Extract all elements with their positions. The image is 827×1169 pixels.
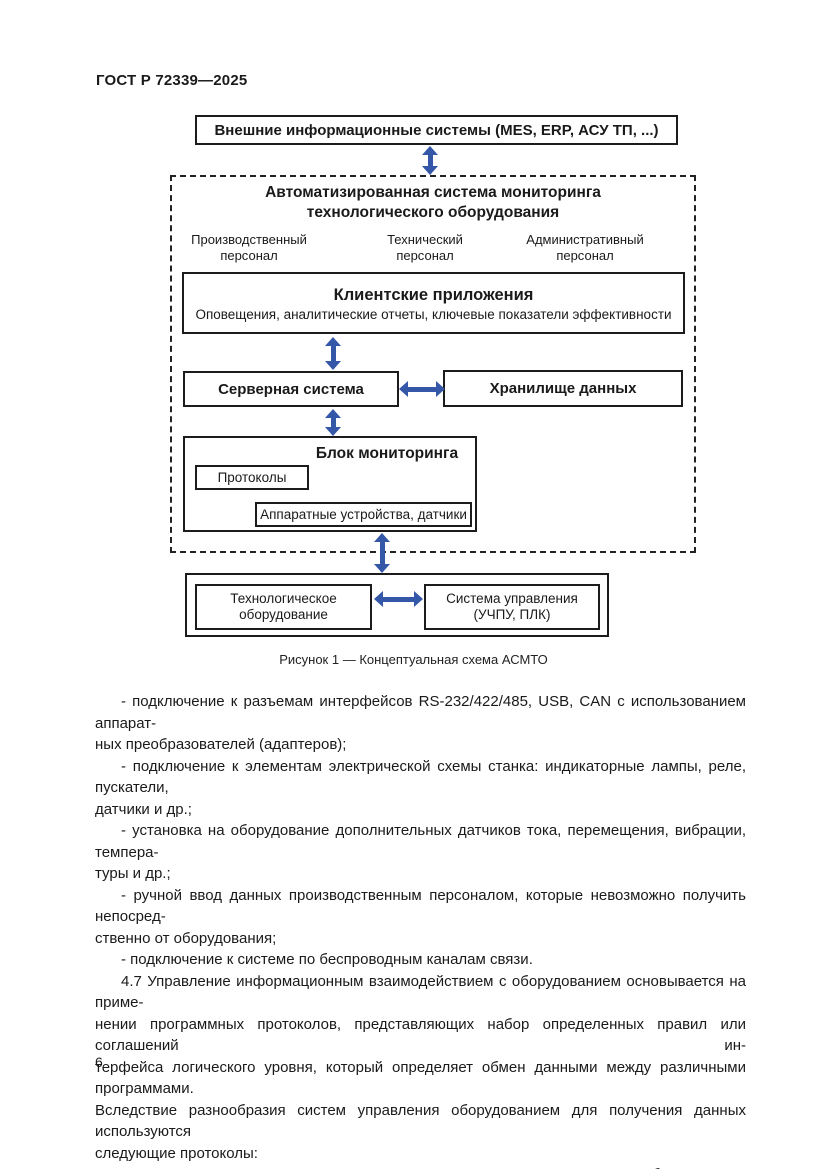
equipment-box: Технологическое оборудование <box>195 584 372 630</box>
text-line: - стандартные протоколы используются для… <box>95 1164 746 1169</box>
paragraph: - ручной ввод данных производственным пе… <box>95 885 746 950</box>
protocols-label: Протоколы <box>217 470 287 485</box>
text-line: - подключение к разъемам интерфейсов RS-… <box>95 693 746 732</box>
text-line: - подключение к системе по беспроводным … <box>121 951 533 968</box>
paragraph: - подключение к элементам электрической … <box>95 756 746 821</box>
personnel-administrative-line1: Административный <box>526 232 644 247</box>
client-apps-title: Клиентские приложения <box>333 285 534 304</box>
arrow-client-server <box>325 337 341 370</box>
client-apps-box: Клиентские приложения Оповещения, аналит… <box>182 272 685 334</box>
arrow-server-monitor <box>325 409 341 436</box>
personnel-administrative: Административный персонал <box>500 232 670 263</box>
text-line: туры и др.; <box>95 865 171 882</box>
text-line: следующие протоколы: <box>95 1144 258 1162</box>
text-line: 4.7 Управление информационным взаимодейс… <box>95 972 746 1012</box>
protocols-box: Протоколы <box>195 465 309 490</box>
storage-box: Хранилище данных <box>443 370 683 407</box>
text-line: - установка на оборудование дополнительн… <box>95 822 746 861</box>
arrow-external-asm <box>422 146 438 175</box>
personnel-technical: Технический персонал <box>340 232 510 263</box>
personnel-production-line2: персонал <box>220 247 278 263</box>
equipment-line1: Технологическое <box>230 590 337 606</box>
asm-title-line2: технологического оборудования <box>306 204 560 221</box>
server-box: Серверная система <box>183 371 399 407</box>
hardware-label: Аппаратные устройства, датчики <box>260 507 467 522</box>
text-line: - подключение к элементам электрической … <box>95 757 746 797</box>
asm-title-line1: Автоматизированная система мониторинга <box>265 184 601 201</box>
page-number: 6 <box>95 1054 103 1070</box>
equipment-outer-box: Технологическое оборудование Система упр… <box>185 573 609 637</box>
text-line: нении программных протоколов, представля… <box>95 1015 746 1055</box>
monitoring-box: Блок мониторинга Протоколы Аппаратные ус… <box>183 436 477 532</box>
client-apps-subtitle: Оповещения, аналитические отчеты, ключев… <box>195 306 672 322</box>
text-line: датчики и др.; <box>95 800 192 818</box>
text-line: Вследствие разнообразия систем управлени… <box>95 1101 746 1141</box>
external-systems-box: Внешние информационные системы (MES, ERP… <box>195 115 678 145</box>
paragraph: - подключение к разъемам интерфейсов RS-… <box>95 691 746 756</box>
personnel-production-line1: Производственный <box>191 232 307 247</box>
paragraph: - установка на оборудование дополнительн… <box>95 820 746 885</box>
figure-caption: Рисунок 1 — Концептуальная схема АСМТО <box>279 652 548 667</box>
server-label: Серверная система <box>218 380 364 398</box>
paragraph: - стандартные протоколы используются для… <box>95 1164 746 1169</box>
document-header: ГОСТ Р 72339—2025 <box>96 72 248 89</box>
personnel-technical-line2: персонал <box>396 247 454 263</box>
external-systems-label: Внешние информационные системы (MES, ERP… <box>214 121 659 139</box>
control-system-line1: Система управления <box>446 590 578 606</box>
personnel-production: Производственный персонал <box>164 232 334 263</box>
personnel-administrative-line2: персонал <box>556 247 614 263</box>
text-line: ных преобразователей (адаптеров); <box>95 736 347 753</box>
text-line: терфейса логического уровня, который опр… <box>95 1058 746 1098</box>
arrow-server-storage <box>399 381 445 397</box>
arrow-equipment-control <box>374 591 423 607</box>
equipment-line2: оборудование <box>239 607 328 622</box>
body-text: - подключение к разъемам интерфейсов RS-… <box>95 691 746 1169</box>
monitoring-title: Блок мониторинга <box>315 445 459 462</box>
text-line: ственно от оборудования; <box>95 929 277 947</box>
paragraph: - подключение к системе по беспроводным … <box>95 949 746 971</box>
control-system-line2: (УЧПУ, ПЛК) <box>473 607 551 622</box>
paragraph: 4.7 Управление информационным взаимодейс… <box>95 971 746 1165</box>
personnel-technical-line1: Технический <box>387 232 463 247</box>
storage-label: Хранилище данных <box>489 380 637 397</box>
asm-dashed-container <box>170 175 696 553</box>
control-system-box: Система управления (УЧПУ, ПЛК) <box>424 584 600 630</box>
text-line: - ручной ввод данных производственным пе… <box>95 886 746 926</box>
hardware-box: Аппаратные устройства, датчики <box>255 502 472 527</box>
asm-title: Автоматизированная система мониторинга т… <box>170 183 696 223</box>
arrow-monitoring-equipment <box>374 533 390 573</box>
